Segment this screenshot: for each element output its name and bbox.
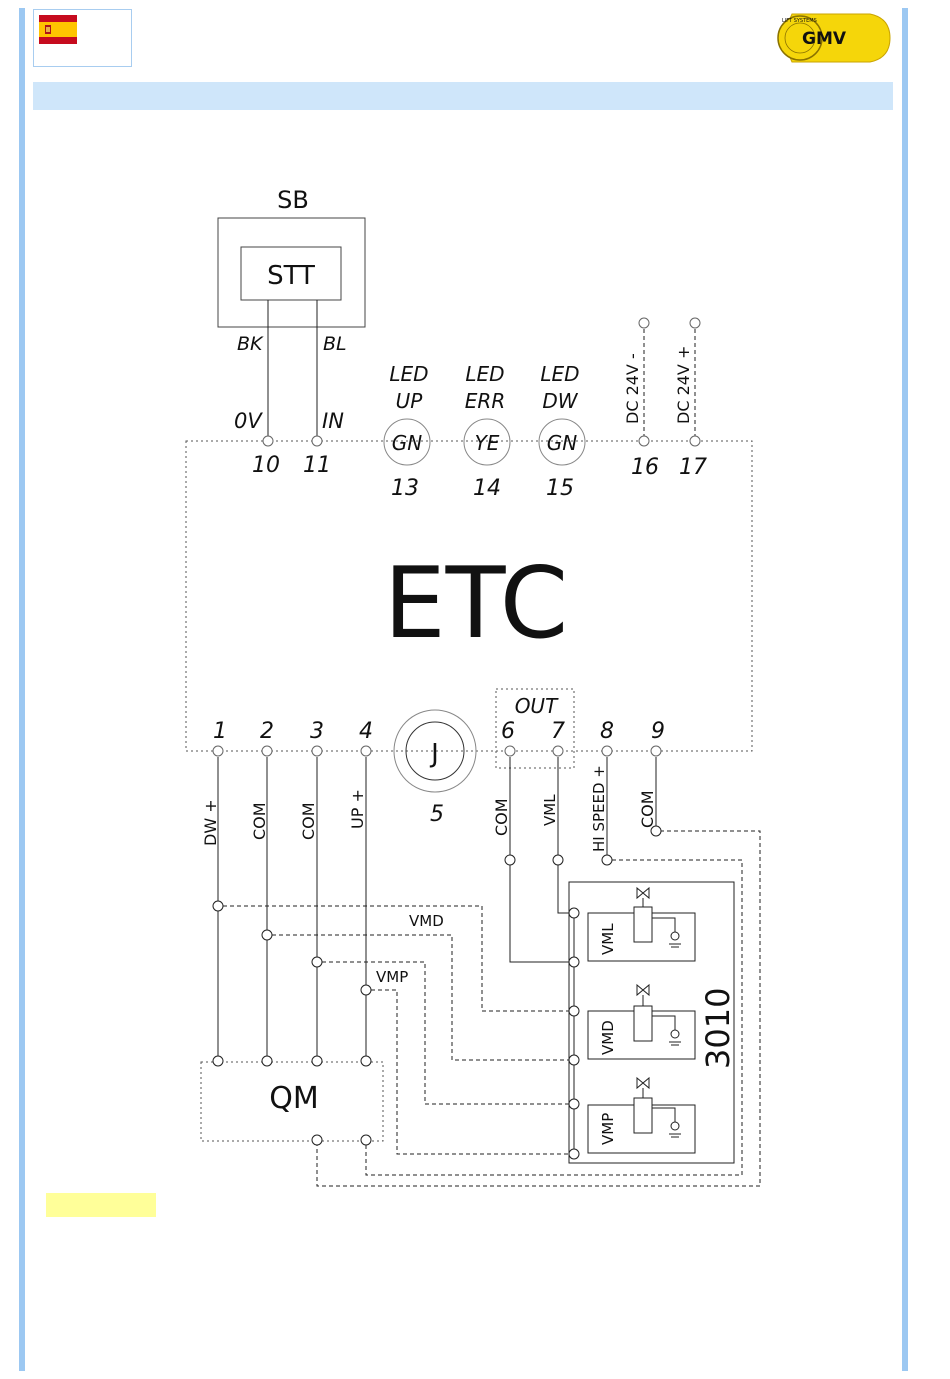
t9-number: 9: [651, 719, 665, 744]
t3-number: 3: [310, 719, 324, 744]
t15-lamp: GN: [547, 431, 577, 455]
t15-number: 15: [546, 476, 574, 501]
t13-number: 13: [391, 476, 419, 501]
t8-signal: HI SPEED +: [590, 765, 608, 852]
t1-signal: DW +: [201, 799, 220, 846]
etc-label: ETC: [384, 547, 568, 661]
out-label: OUT: [515, 694, 559, 718]
valve-vmp-label: VMP: [599, 1113, 617, 1145]
t15-label-2: DW: [542, 389, 578, 413]
t3-signal: COM: [299, 802, 318, 840]
t10-number: 10: [252, 453, 280, 478]
t5-number: 5: [430, 802, 444, 827]
wire-bk-label: BK: [237, 333, 264, 355]
t16-label: DC 24V -: [623, 353, 642, 424]
t11-number: 11: [303, 453, 331, 478]
t2-signal: COM: [250, 802, 269, 840]
t16-number: 16: [631, 455, 659, 480]
t4-signal: UP +: [348, 789, 367, 829]
t4-number: 4: [359, 719, 373, 744]
j-symbol: J: [429, 739, 439, 769]
t14-label-2: ERR: [465, 389, 505, 413]
t2-number: 2: [260, 719, 274, 744]
stt-label: STT: [267, 261, 315, 291]
valve-block-label: 3010: [699, 988, 737, 1069]
t13-label-2: UP: [396, 389, 424, 413]
t7-number: 7: [551, 719, 565, 744]
t1-number: 1: [213, 719, 227, 744]
t14-lamp: YE: [475, 431, 500, 455]
valve-vmd-label: VMD: [599, 1020, 617, 1055]
t17-label: DC 24V +: [674, 346, 693, 424]
qm-label: QM: [269, 1081, 319, 1116]
t8-number: 8: [600, 719, 614, 744]
vmd-wire-label: VMD: [409, 912, 444, 930]
wire-bl-label: BL: [323, 333, 347, 355]
t11-label: IN: [322, 409, 344, 433]
t6-number: 6: [501, 719, 515, 744]
t14-label-1: LED: [465, 362, 504, 386]
t7-signal: VML: [541, 794, 559, 826]
t6-signal: COM: [492, 798, 511, 836]
sb-title: SB: [277, 186, 309, 214]
t17-number: 17: [679, 455, 707, 480]
t14-number: 14: [473, 476, 501, 501]
t13-label-1: LED: [389, 362, 428, 386]
t9-signal: COM: [638, 790, 657, 828]
valve-vml-label: VML: [599, 923, 617, 955]
t15-label-1: LED: [540, 362, 579, 386]
vmp-wire-label: VMP: [376, 968, 408, 986]
t13-lamp: GN: [392, 431, 422, 455]
t10-label: 0V: [234, 409, 263, 433]
